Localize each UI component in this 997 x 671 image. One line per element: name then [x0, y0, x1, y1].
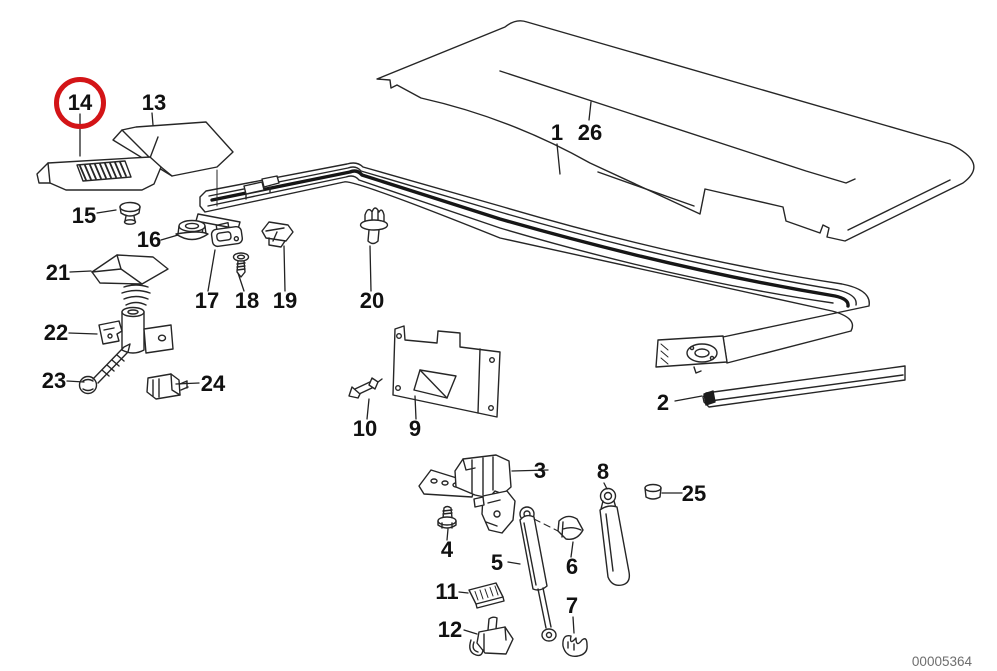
part-label-7[interactable]: 7: [566, 593, 578, 618]
part12-art: [469, 616, 514, 657]
part3-art: [418, 454, 516, 534]
part-label-12[interactable]: 12: [438, 617, 462, 642]
part-label-24[interactable]: 24: [201, 371, 226, 396]
part-label-15[interactable]: 15: [72, 203, 96, 228]
part22-art: [98, 306, 174, 354]
part-label-10[interactable]: 10: [353, 416, 377, 441]
part-label-22[interactable]: 22: [44, 320, 68, 345]
part15-art: [119, 201, 141, 225]
lid-panel-art: [376, 20, 975, 242]
part14-art: [36, 156, 162, 191]
diagram-line-art: [36, 20, 975, 657]
leader-24: [175, 382, 200, 385]
leader-18: [237, 272, 245, 292]
part-label-17[interactable]: 17: [195, 288, 219, 313]
part20-art: [359, 207, 389, 245]
leader-13: [151, 112, 154, 126]
part-label-2[interactable]: 2: [657, 390, 669, 415]
part-label-25[interactable]: 25: [682, 481, 706, 506]
part4-art: [437, 505, 457, 529]
part-label-23[interactable]: 23: [42, 368, 66, 393]
part21-art: [91, 254, 169, 314]
part-label-14[interactable]: 14: [68, 90, 93, 115]
part8-art: [599, 487, 631, 587]
part6-art: [557, 515, 584, 540]
highlight-circle: [54, 77, 106, 129]
leader-19: [283, 245, 286, 292]
part23-art: [78, 343, 131, 395]
part-label-13[interactable]: 13: [142, 90, 166, 115]
part17-art: [210, 222, 244, 248]
leader-5: [507, 561, 521, 565]
part-label-1[interactable]: 1: [551, 120, 563, 145]
part-label-6[interactable]: 6: [566, 554, 578, 579]
part-label-3[interactable]: 3: [534, 458, 546, 483]
leader-15: [96, 209, 117, 214]
leader-7: [572, 616, 575, 634]
leader-8: [603, 482, 608, 490]
part7-art: [562, 635, 588, 657]
leader-11: [458, 591, 469, 594]
part-label-21[interactable]: 21: [46, 260, 70, 285]
leader-lines: [66, 101, 703, 635]
leader-20: [369, 245, 372, 292]
leader-26: [588, 101, 592, 121]
part-label-5[interactable]: 5: [491, 550, 503, 575]
leader-1: [556, 143, 561, 175]
part13-art: [112, 121, 234, 177]
part-label-19[interactable]: 19: [273, 288, 297, 313]
part-label-20[interactable]: 20: [360, 288, 384, 313]
leader-12: [463, 629, 478, 635]
seal-strip-art: [702, 365, 906, 408]
part11-art: [468, 582, 505, 609]
part10-art: [348, 377, 383, 399]
leader-22: [68, 332, 98, 335]
part-labels: 1 26 2 3 4 5 6 7 8 9 10 11 12 13 14 15 1…: [42, 90, 706, 642]
part-label-26[interactable]: 26: [578, 120, 602, 145]
leader-16: [160, 234, 179, 241]
part-label-9[interactable]: 9: [409, 416, 421, 441]
leader-2: [674, 395, 703, 402]
part24-art: [146, 373, 189, 400]
leader-17: [207, 249, 216, 292]
part16-art: [175, 219, 209, 241]
leader-6: [570, 541, 574, 558]
leader-4: [446, 528, 449, 541]
part9-art: [392, 325, 501, 418]
leader-10: [366, 398, 370, 420]
part-label-16[interactable]: 16: [137, 227, 161, 252]
part5-art: [519, 506, 559, 642]
part-label-18[interactable]: 18: [235, 288, 259, 313]
leader-23: [66, 380, 85, 383]
leader-3: [511, 469, 549, 472]
part-label-4[interactable]: 4: [441, 537, 454, 562]
part18-art: [232, 252, 250, 278]
leader-9: [414, 395, 417, 420]
diagram-id-number: 00005364: [912, 654, 973, 669]
part25-art: [644, 483, 662, 500]
part-label-8[interactable]: 8: [597, 459, 609, 484]
part19-art: [261, 221, 294, 248]
leader-21: [69, 270, 92, 273]
part-label-11[interactable]: 11: [435, 579, 458, 604]
